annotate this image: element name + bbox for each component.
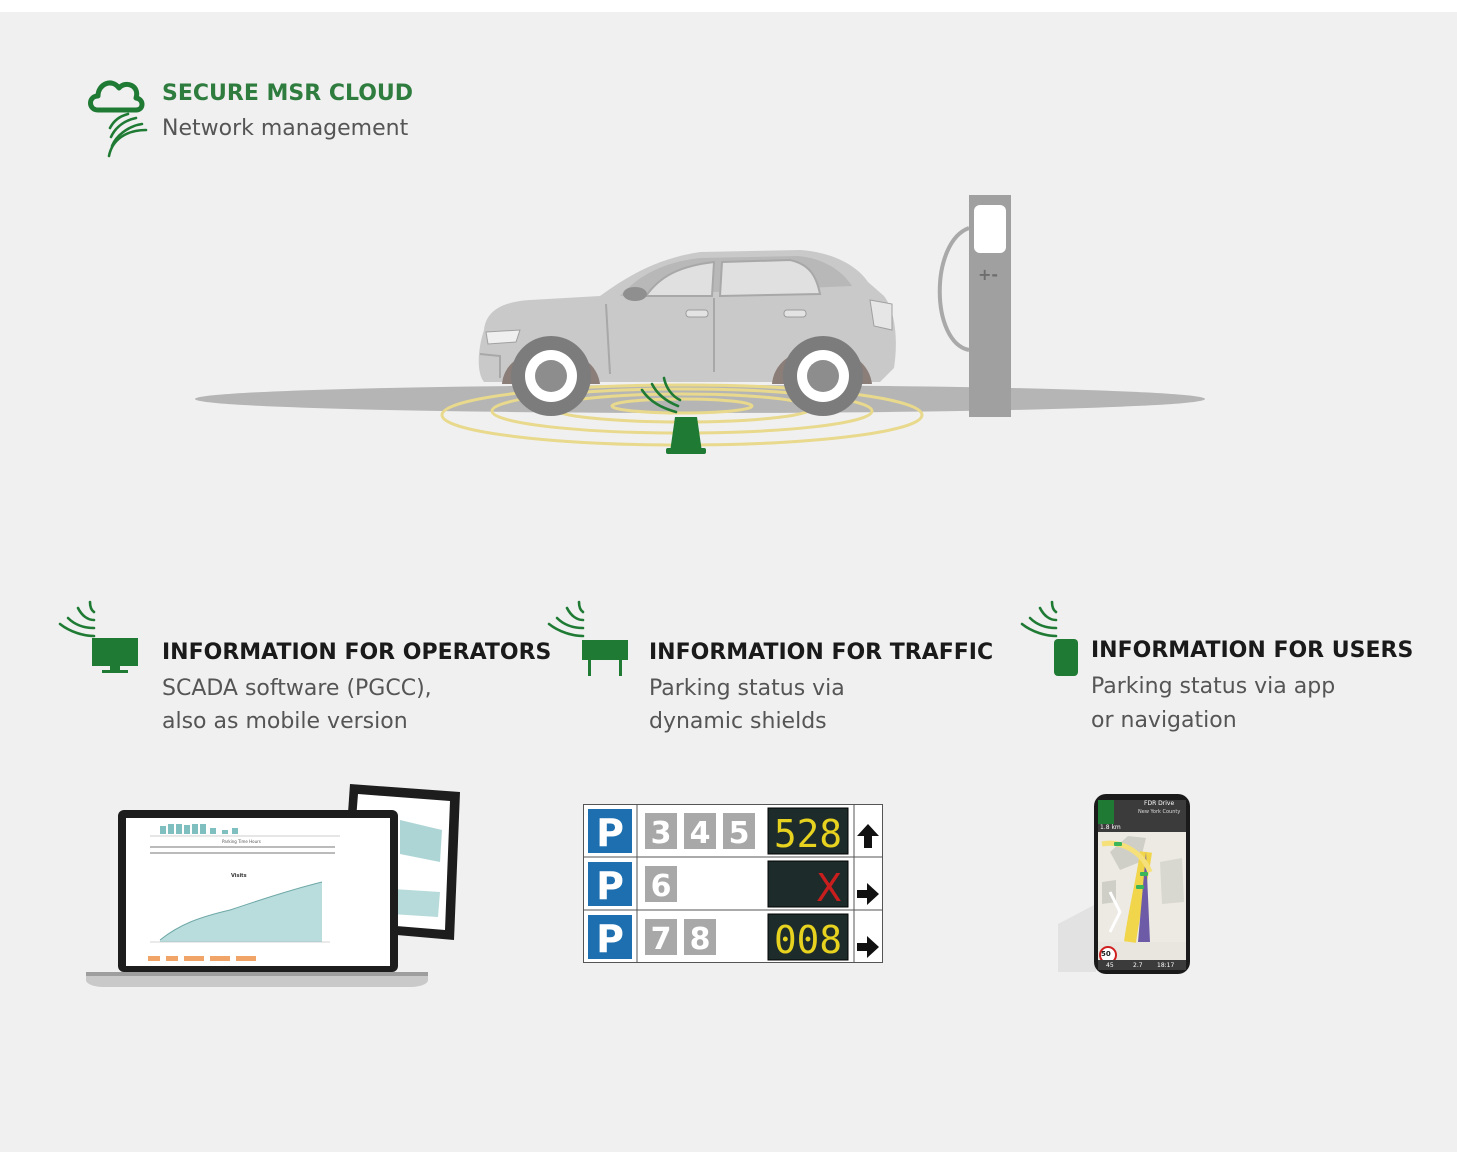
car-illustration: [478, 250, 896, 416]
operators-line-2: also as mobile version: [162, 709, 408, 734]
phone-region: New York County: [1138, 809, 1181, 815]
phone-eta-time: 18:17: [1157, 962, 1175, 969]
arrow-up-icon: [857, 824, 879, 848]
phone-street: FDR Drive: [1144, 800, 1175, 807]
signal-icon-traffic: [547, 600, 585, 638]
sign-row-3-level-2: 8: [690, 922, 711, 957]
monitor-icon: [92, 638, 138, 673]
sign-row-2-display: X: [816, 866, 842, 910]
dashboard-visits-title: Visits: [231, 873, 247, 879]
dashboard-chart-title: Parking Time Hours: [222, 839, 261, 844]
sign-row-3-letter: P: [596, 917, 624, 961]
sign-row-1: P 3 4 5 528: [586, 807, 879, 856]
signal-icon-operators: [58, 600, 96, 638]
sign-row-1-level-1: 3: [651, 816, 672, 851]
scene-illustration: +-: [195, 195, 1205, 454]
sign-row-2-letter: P: [596, 864, 624, 908]
phone-eta-distance: 2.7: [1133, 962, 1143, 969]
cloud-title: SECURE MSR CLOUD: [162, 81, 414, 106]
sign-row-3-level-1: 7: [651, 922, 672, 957]
sign-row-1-letter: P: [596, 811, 624, 855]
diagram-canvas: SECURE MSR CLOUD Network management +-: [0, 12, 1457, 1152]
laptop-illustration: [86, 810, 428, 987]
phone-speed-limit: 50: [1101, 950, 1111, 958]
sign-row-1-level-2: 4: [690, 816, 711, 851]
cloud-subtitle: Network management: [162, 116, 409, 141]
charging-station-illustration: [937, 195, 1011, 417]
signal-icon-users: [1020, 600, 1058, 638]
dynamic-parking-sign: P 3 4 5 528 P 6 X P 7 8: [583, 804, 883, 963]
road-sign-icon: [582, 640, 628, 676]
charger-label: +-: [978, 265, 998, 284]
traffic-line-2: dynamic shields: [649, 709, 827, 734]
sign-row-1-level-3: 5: [729, 816, 750, 851]
traffic-line-1: Parking status via: [649, 676, 845, 701]
operators-title: INFORMATION FOR OPERATORS: [162, 640, 552, 665]
phone-distance: 1.8 km: [1100, 824, 1121, 831]
users-line-1: Parking status via app: [1091, 674, 1336, 699]
operators-line-1: SCADA software (PGCC),: [162, 676, 432, 701]
arrow-right-icon: [857, 883, 879, 905]
sign-row-1-display: 528: [774, 812, 842, 856]
sign-row-3-display: 008: [774, 918, 842, 962]
wireless-signal-icon: [107, 112, 148, 158]
parking-sensor-icon: [640, 376, 706, 454]
laptop-tablet-illustration: [86, 784, 460, 987]
smartphone-icon: [1054, 639, 1078, 676]
phone-illustration: [1058, 794, 1190, 974]
arrow-right-icon: [857, 936, 879, 958]
sign-row-3: P 7 8 008: [586, 913, 879, 962]
users-line-2: or navigation: [1091, 708, 1237, 733]
sign-row-2: P 6 X: [586, 860, 879, 910]
traffic-title: INFORMATION FOR TRAFFIC: [649, 640, 994, 665]
phone-eta-minutes: 45: [1106, 962, 1114, 969]
cloud-icon: [88, 80, 145, 113]
sign-row-2-level-1: 6: [651, 869, 672, 904]
users-title: INFORMATION FOR USERS: [1091, 638, 1414, 663]
